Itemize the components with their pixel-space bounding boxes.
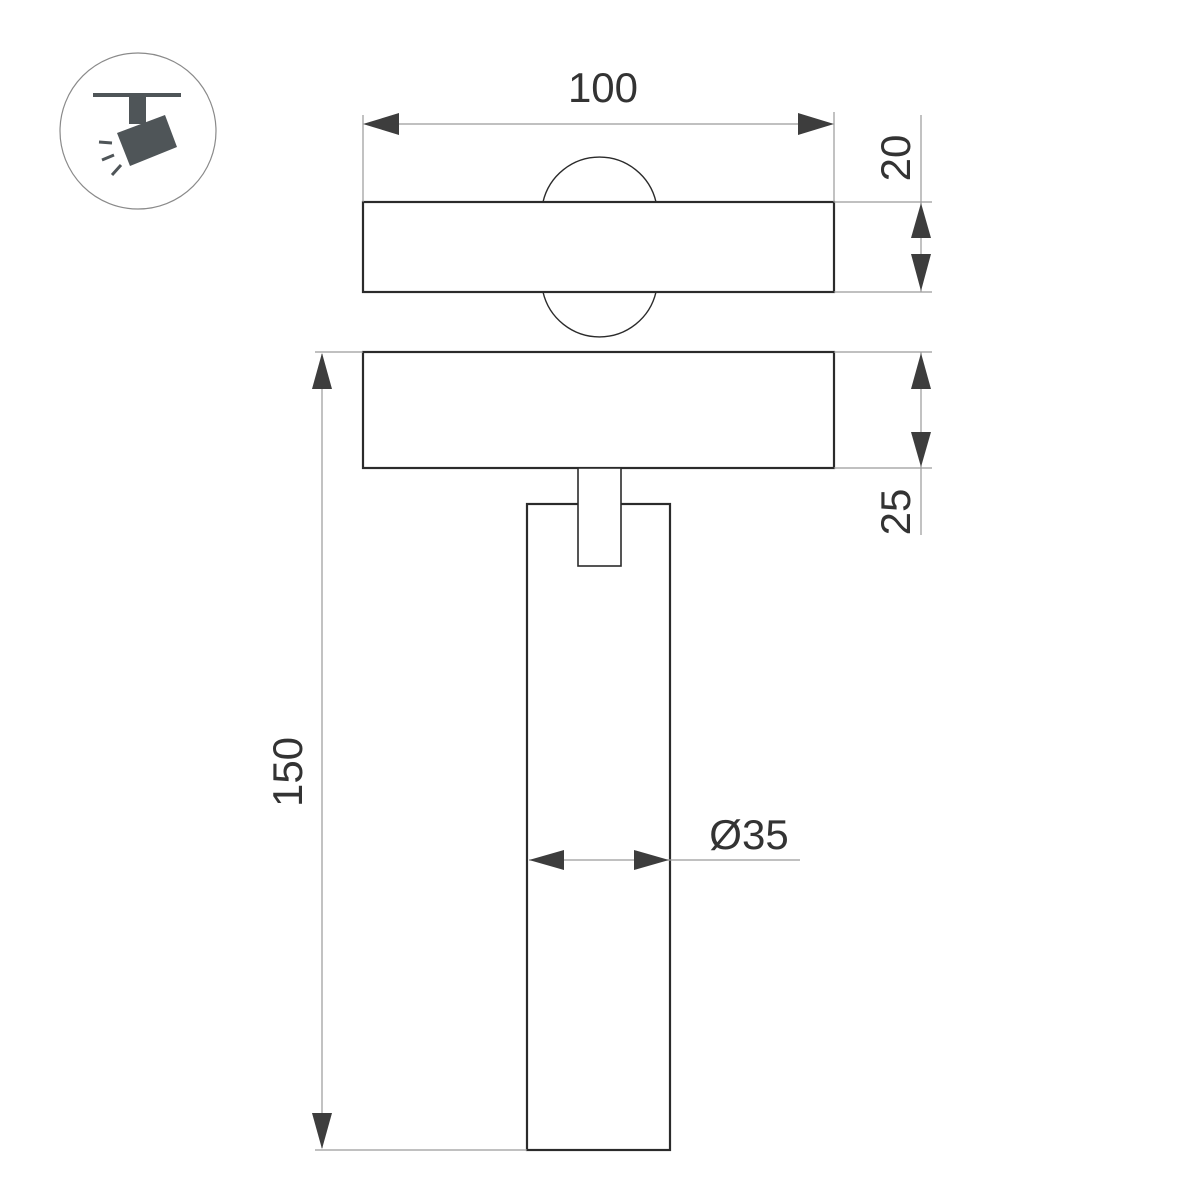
track-adapter-side-view [361,350,836,470]
diameter-label: Ø35 [709,811,788,858]
dimension-total-height: 150 [264,351,527,1151]
spotlight-body [525,502,672,1152]
dimension-base-height: 25 [834,351,932,536]
mount-circle-top [542,156,657,203]
track-adapter-top-view [361,200,836,294]
dimension-diameter: Ø35 [529,811,800,870]
height-20-label: 20 [872,135,919,182]
connector-stem [577,467,622,567]
side-view [361,350,836,1152]
track-spotlight-icon [59,52,217,210]
dimension-width: 100 [362,64,835,202]
mount-circle-bottom [542,291,657,338]
height-25-label: 25 [872,489,919,536]
dimension-height-top: 20 [834,115,932,293]
height-150-label: 150 [264,737,311,807]
top-view [361,156,836,338]
width-label: 100 [568,64,638,111]
